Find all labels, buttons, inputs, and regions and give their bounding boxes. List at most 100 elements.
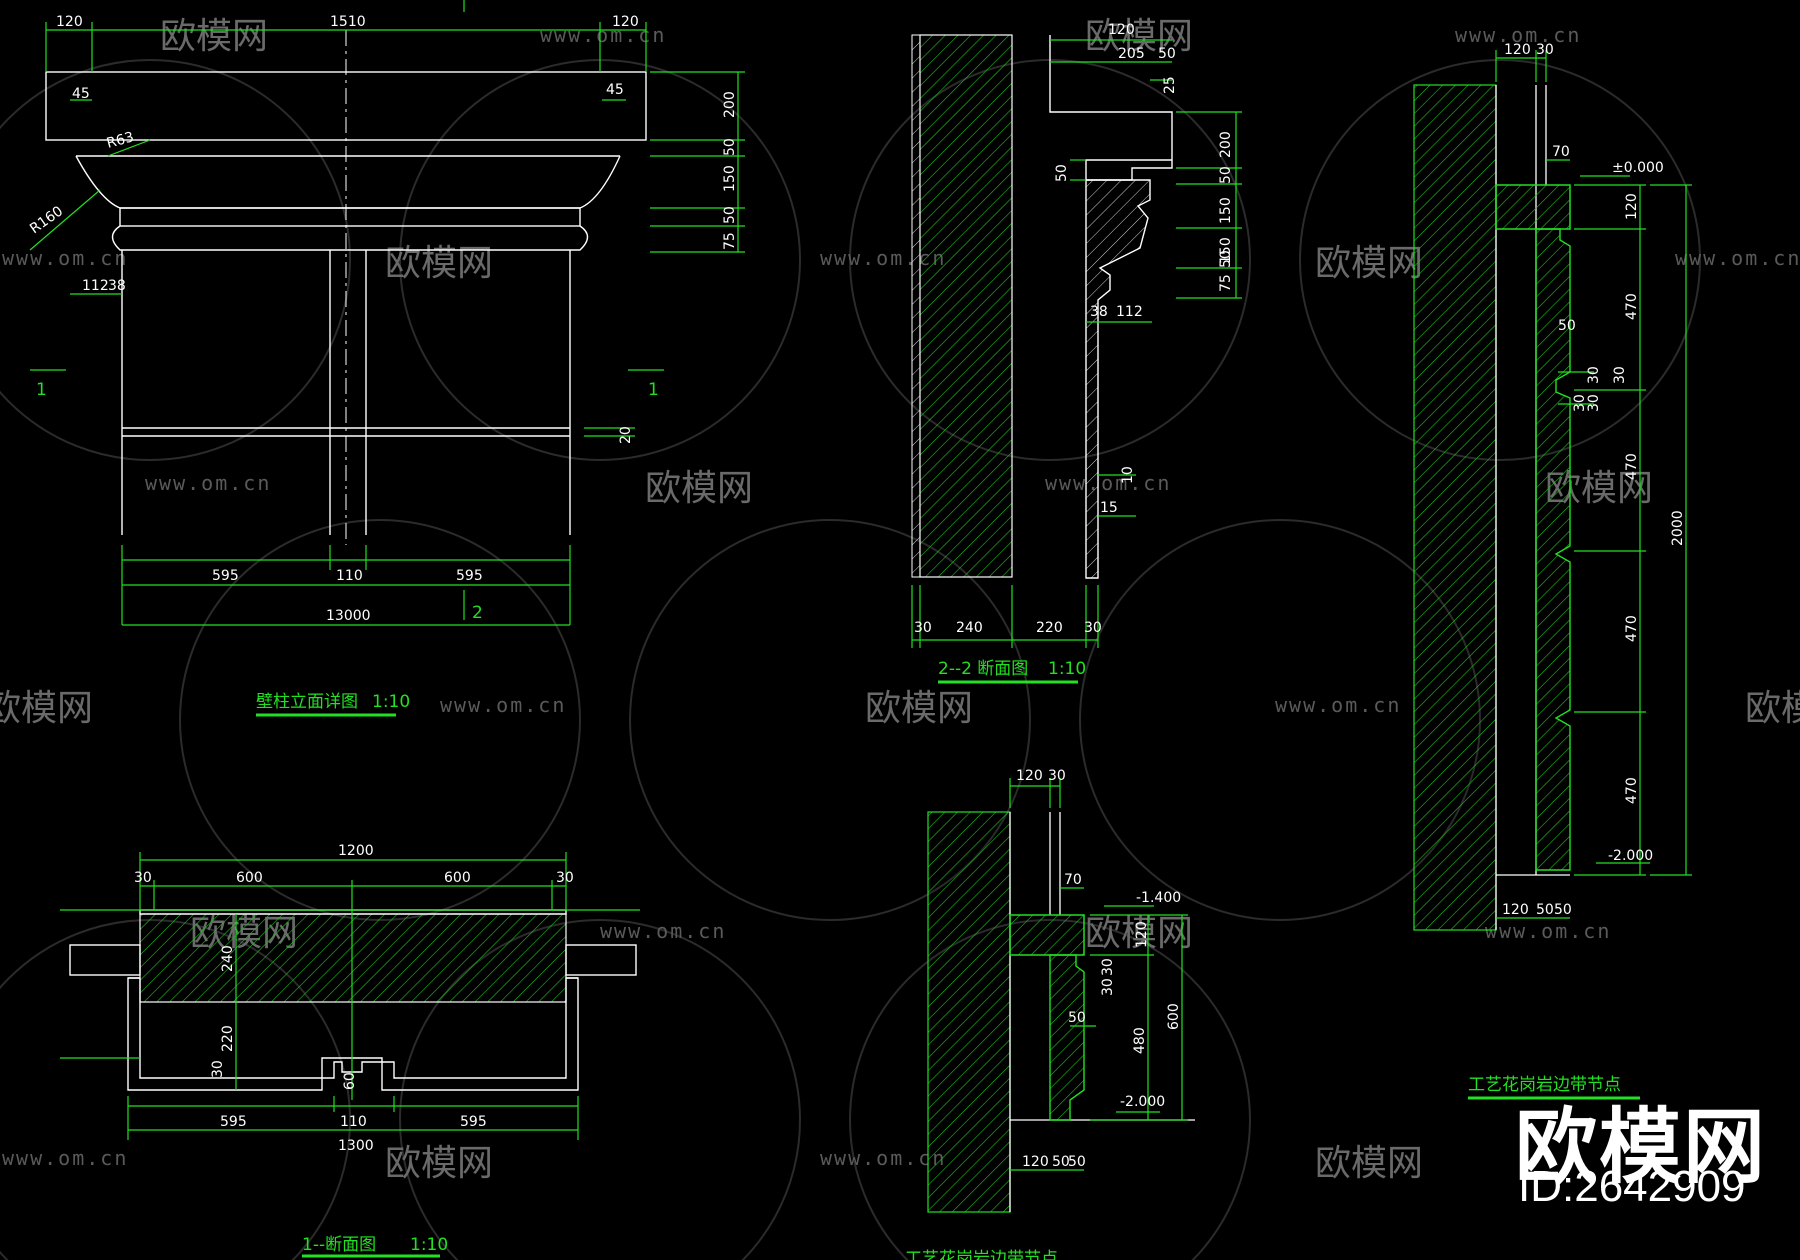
svg-text:50: 50	[1554, 902, 1572, 918]
svg-text:120: 120	[1108, 22, 1135, 38]
svg-text:220: 220	[220, 1025, 236, 1052]
watermark-layer	[0, 59, 1701, 1260]
svg-text:150: 150	[1218, 237, 1234, 264]
svg-text:595: 595	[220, 1114, 247, 1130]
small-dim-texts: 120 30 70 120 30 30 50 480 600 -1.400 -2…	[1016, 768, 1182, 1170]
svg-text:-1.400: -1.400	[1136, 890, 1181, 906]
svg-text:欧模网: 欧模网	[385, 1143, 493, 1184]
craft2-title: 工艺花岗岩边带节点	[905, 1249, 1058, 1260]
svg-text:www.om.cn: www.om.cn	[440, 693, 566, 717]
svg-text:30: 30	[1572, 394, 1588, 412]
svg-text:110: 110	[340, 1114, 367, 1130]
svg-text:120: 120	[1134, 921, 1150, 948]
svg-text:50: 50	[1558, 318, 1576, 334]
svg-text:www.om.cn: www.om.cn	[1275, 693, 1401, 717]
section22-title: 2--2 断面图	[938, 659, 1028, 679]
svg-text:欧模网: 欧模网	[1085, 16, 1193, 57]
svg-text:50: 50	[1218, 166, 1234, 184]
svg-text:110: 110	[336, 568, 363, 584]
svg-text:1300: 1300	[338, 1138, 374, 1154]
tall-wall-hatch	[1413, 84, 1497, 931]
svg-text:1: 1	[648, 380, 659, 400]
svg-text:30: 30	[914, 620, 932, 636]
svg-text:120: 120	[1504, 42, 1531, 58]
svg-text:38: 38	[108, 278, 126, 294]
svg-text:50: 50	[1054, 164, 1070, 182]
svg-text:30: 30	[134, 870, 152, 886]
svg-text:112: 112	[1116, 304, 1143, 320]
model-id: ID:2642909	[1518, 1162, 1746, 1211]
tall-dim-texts: 120 30 70 50 30 30 30 30 ±0.000 -2.000 1…	[1502, 42, 1686, 918]
svg-text:120: 120	[1016, 768, 1043, 784]
detail-small: 120 30 70 120 30 30 50 480 600 -1.400 -2…	[905, 768, 1195, 1260]
svg-text:120: 120	[56, 14, 83, 30]
svg-text:www.om.cn: www.om.cn	[1455, 23, 1581, 47]
svg-text:欧模网: 欧模网	[865, 688, 973, 729]
small-cladding	[1049, 954, 1085, 1121]
svg-text:www.om.cn: www.om.cn	[820, 1146, 946, 1170]
elevation-scale: 1:10	[372, 692, 410, 712]
svg-text:www.om.cn: www.om.cn	[1485, 919, 1611, 943]
craft-title: 工艺花岗岩边带节点	[1468, 1075, 1621, 1095]
svg-text:470: 470	[1624, 615, 1640, 642]
svg-text:20: 20	[618, 426, 634, 444]
svg-text:220: 220	[1036, 620, 1063, 636]
section22-dim-texts: 120 205 50 25 200 50 150 150 75 50 50 38…	[914, 22, 1234, 636]
svg-text:595: 595	[212, 568, 239, 584]
svg-text:205: 205	[1118, 46, 1145, 62]
molding-profile	[1085, 179, 1151, 579]
section11-dim-texts: 1200 30 600 600 30 240 220 30 60 595 110…	[134, 843, 574, 1154]
svg-text:470: 470	[1624, 293, 1640, 320]
svg-text:45: 45	[606, 82, 624, 98]
tall-top-block	[1495, 184, 1571, 230]
small-dim-lines	[1009, 778, 1188, 1171]
elevation-title: 壁柱立面详图	[256, 692, 358, 712]
svg-text:150: 150	[1218, 197, 1234, 224]
svg-text:200: 200	[722, 91, 738, 118]
elevation-dim-lines	[29, 0, 745, 626]
brand-logo-text: 欧模网	[1515, 1100, 1768, 1195]
svg-text:10: 10	[1120, 466, 1136, 484]
svg-text:30: 30	[1586, 366, 1602, 384]
svg-text:-2.000: -2.000	[1608, 848, 1653, 864]
tall-cladding	[1535, 228, 1571, 871]
svg-text:150: 150	[722, 165, 738, 192]
svg-text:50: 50	[1052, 1154, 1070, 1170]
svg-text:www.om.cn: www.om.cn	[145, 471, 271, 495]
svg-text:470: 470	[1624, 453, 1640, 480]
svg-text:15: 15	[1100, 500, 1118, 516]
svg-text:120: 120	[612, 14, 639, 30]
wall-hatch	[919, 34, 1013, 578]
svg-text:75: 75	[1218, 274, 1234, 292]
elevation-dim-texts: 120 1510 120 45 45 R63 R160 200 50 150 5…	[27, 14, 738, 624]
svg-text:www.om.cn: www.om.cn	[2, 1146, 128, 1170]
svg-text:R63: R63	[105, 129, 136, 152]
svg-text:600: 600	[1166, 1003, 1182, 1030]
svg-text:欧模网: 欧模网	[1085, 913, 1193, 954]
svg-text:欧模网: 欧模网	[1315, 1143, 1423, 1184]
svg-text:595: 595	[460, 1114, 487, 1130]
svg-text:30: 30	[1048, 768, 1066, 784]
svg-text:30: 30	[1100, 978, 1116, 996]
section11-scale: 1:10	[410, 1235, 448, 1255]
section11-dim-lines	[60, 852, 640, 1140]
svg-text:50: 50	[722, 206, 738, 224]
svg-text:欧模网: 欧模网	[1315, 243, 1423, 284]
svg-text:112: 112	[82, 278, 109, 294]
svg-text:欧模网: 欧模网	[385, 243, 493, 284]
svg-text:2000: 2000	[1670, 510, 1686, 546]
section11-hatch	[139, 913, 567, 1003]
svg-text:欧模网: 欧模网	[1745, 688, 1800, 729]
svg-text:1200: 1200	[338, 843, 374, 859]
svg-text:30: 30	[210, 1060, 226, 1078]
svg-text:30: 30	[1612, 366, 1628, 384]
pilaster-elevation: 120 1510 120 45 45 R63 R160 200 50 150 5…	[27, 0, 745, 717]
svg-text:30: 30	[1084, 620, 1102, 636]
svg-text:www.om.cn: www.om.cn	[2, 246, 128, 270]
svg-text:75: 75	[722, 232, 738, 250]
tall-dim-lines	[1495, 50, 1692, 919]
svg-text:120: 120	[1502, 902, 1529, 918]
svg-text:45: 45	[72, 86, 90, 102]
svg-text:欧模网: 欧模网	[645, 468, 753, 509]
